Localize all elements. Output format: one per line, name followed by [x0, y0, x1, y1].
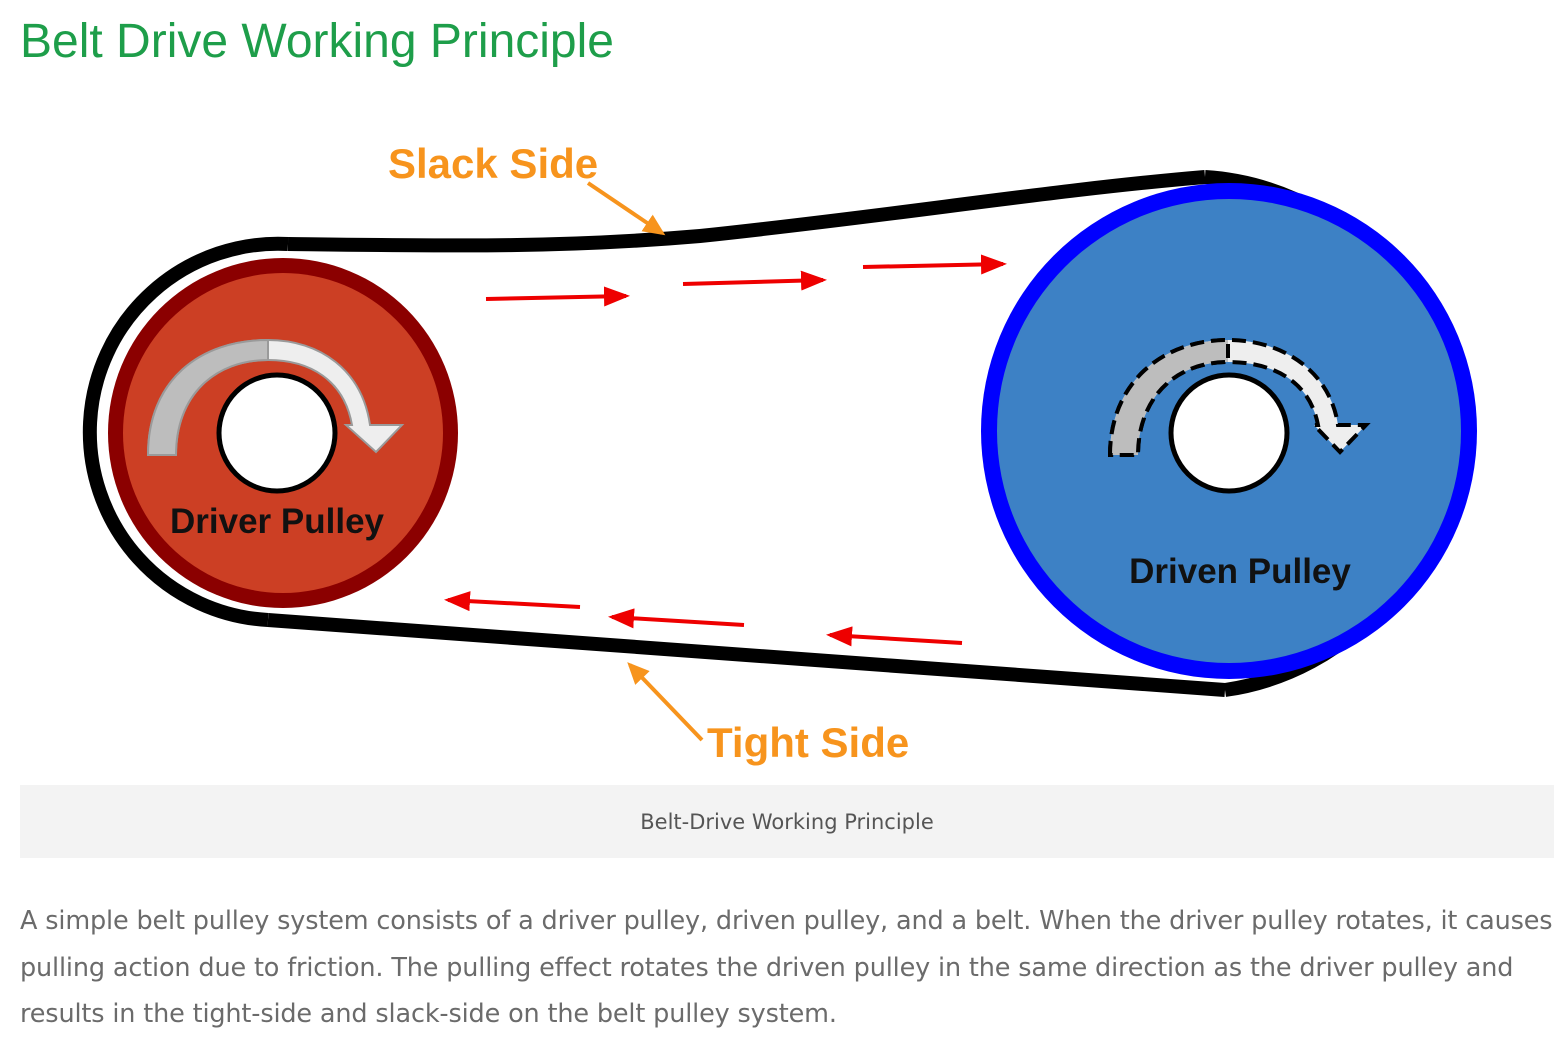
flow-arrow-icon	[826, 626, 963, 647]
tight-side-label: Tight Side	[707, 719, 909, 766]
page-title: Belt Drive Working Principle	[20, 15, 614, 68]
slack-side-callout: Slack Side	[388, 140, 666, 236]
belt-slack-span	[287, 170, 1206, 253]
driver-hub	[216, 372, 338, 494]
slack-side-pointer-icon	[586, 181, 666, 236]
figure-caption-bar: Belt-Drive Working Principle	[20, 785, 1554, 858]
diagram-canvas: Driver Pulley Driven Pulley	[82, 140, 1477, 766]
belt-driver-wrap	[82, 236, 289, 627]
tight-side-pointer-icon	[627, 662, 704, 742]
belt-tight-span	[267, 613, 1226, 697]
tight-side-callout: Tight Side	[627, 662, 909, 766]
flow-arrow-icon	[444, 591, 581, 612]
slack-flow-arrows	[485, 254, 1007, 307]
driven-hub	[1168, 372, 1290, 494]
belt-drive-diagram: Driver Pulley Driven Pulley	[0, 100, 1560, 790]
figure-caption: Belt-Drive Working Principle	[640, 809, 934, 834]
flow-arrow-icon	[682, 270, 827, 291]
driven-pulley-label: Driven Pulley	[1129, 552, 1351, 591]
driver-pulley-label: Driver Pulley	[170, 502, 385, 541]
slack-side-label: Slack Side	[388, 140, 598, 187]
description-paragraph: A simple belt pulley system consists of …	[20, 906, 1553, 1029]
flow-arrow-icon	[608, 608, 745, 629]
driver-pulley: Driver Pulley	[108, 258, 458, 608]
driven-pulley: Driven Pulley	[981, 183, 1477, 679]
tight-flow-arrows	[444, 591, 963, 647]
flow-arrow-icon	[862, 254, 1007, 275]
flow-arrow-icon	[485, 286, 630, 307]
